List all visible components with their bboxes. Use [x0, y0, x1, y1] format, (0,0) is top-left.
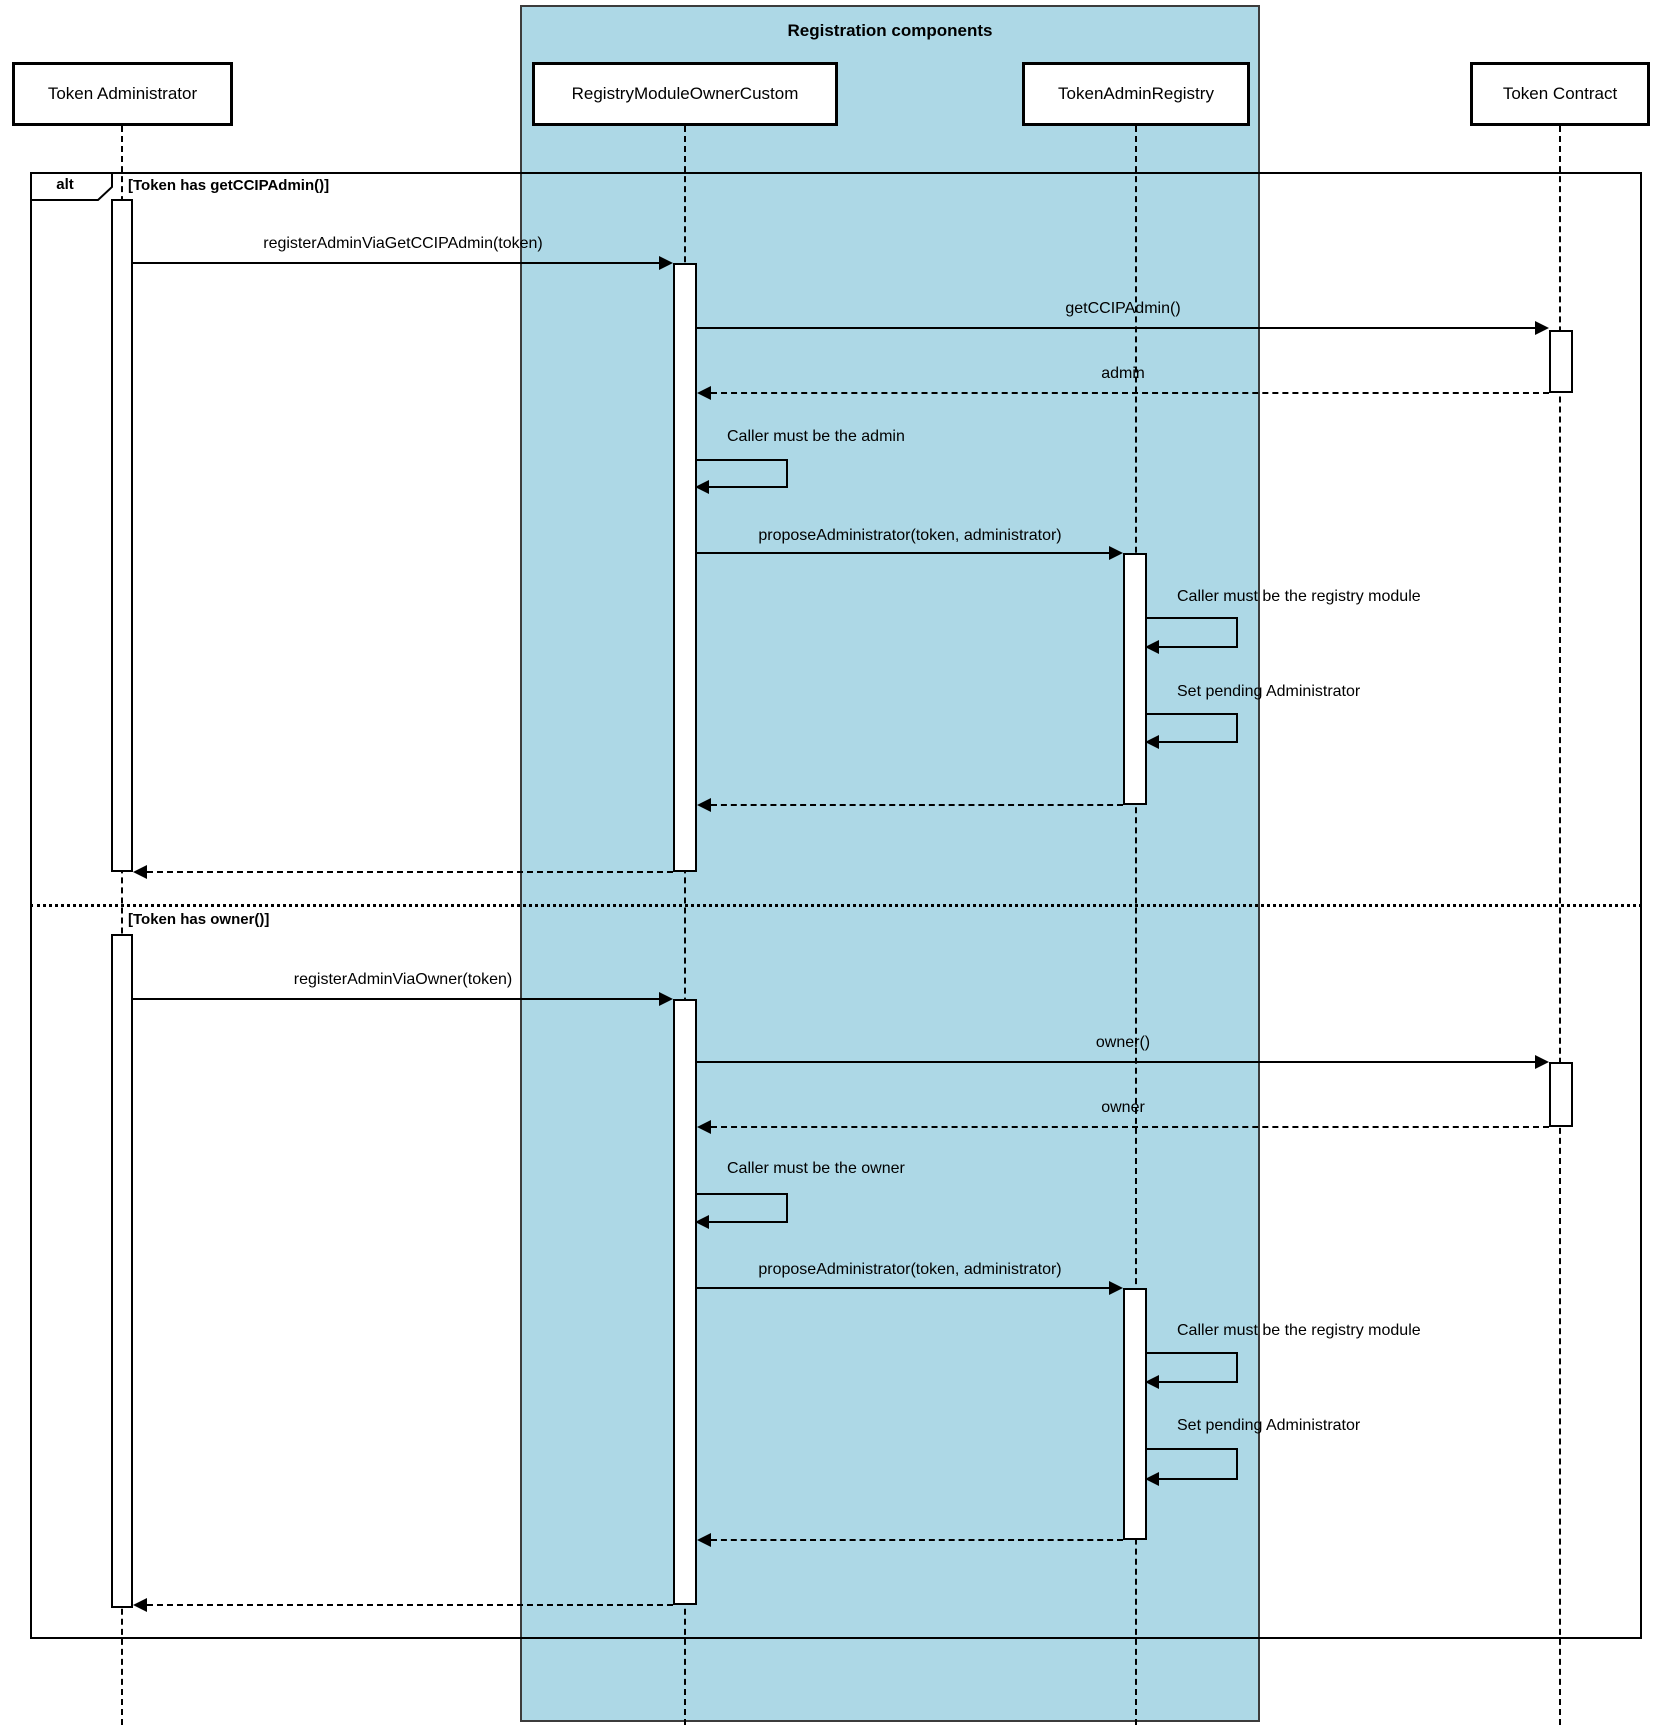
self-message-caller-must-be-registry-module-1	[1145, 617, 1238, 654]
arrowhead-icon	[697, 1120, 711, 1134]
message-label: Caller must be the owner	[727, 1160, 905, 1177]
alt-divider	[30, 904, 1642, 907]
self-message-caller-must-be-registry-module-2	[1145, 1352, 1238, 1389]
participant-token-contract: Token Contract	[1470, 62, 1650, 126]
arrowhead-icon	[133, 865, 147, 879]
arrowhead-icon	[1109, 546, 1123, 560]
message-label: admin	[1101, 365, 1145, 382]
message-owner-call	[697, 1061, 1535, 1063]
message-propose-administrator-1	[697, 552, 1109, 554]
message-label: getCCIPAdmin()	[1065, 300, 1181, 317]
self-message-caller-must-be-owner	[695, 1193, 788, 1229]
arrowhead-icon	[1145, 640, 1159, 654]
message-get-ccip-admin	[697, 327, 1535, 329]
participant-token-administrator: Token Administrator	[12, 62, 233, 126]
message-label: owner	[1101, 1099, 1145, 1116]
arrowhead-icon	[695, 1215, 709, 1229]
guard-condition-2: [Token has owner()]	[128, 911, 270, 928]
alt-operator-label: alt	[56, 176, 74, 193]
activation-registry-module-1	[673, 263, 697, 872]
activation-registry-module-2	[673, 999, 697, 1605]
self-message-set-pending-administrator-1	[1145, 713, 1238, 749]
message-register-admin-via-get-ccip-admin	[133, 262, 659, 264]
arrowhead-icon	[659, 256, 673, 270]
arrowhead-icon	[1109, 1281, 1123, 1295]
message-label: Set pending Administrator	[1177, 683, 1361, 700]
participant-label: Token Contract	[1502, 84, 1618, 103]
lifeline-token-admin-registry	[1135, 126, 1137, 1725]
activation-token-admin-registry-2	[1123, 1288, 1147, 1540]
arrowhead-icon	[695, 480, 709, 494]
activation-token-contract-1	[1549, 330, 1573, 393]
message-label: registerAdminViaGetCCIPAdmin(token)	[263, 235, 543, 252]
message-label: Caller must be the admin	[727, 428, 905, 445]
participant-label: Token Administrator	[47, 84, 198, 103]
message-label: Caller must be the registry module	[1177, 1322, 1421, 1339]
lifeline-registry-module-owner-custom	[684, 126, 686, 1725]
activation-token-administrator-1	[111, 199, 133, 872]
message-label: Caller must be the registry module	[1177, 588, 1421, 605]
participant-label: RegistryModuleOwnerCustom	[571, 84, 799, 103]
activation-token-administrator-2	[111, 934, 133, 1608]
arrowhead-icon	[1535, 1055, 1549, 1069]
return-admin	[711, 392, 1549, 394]
arrowhead-icon	[697, 798, 711, 812]
activation-token-admin-registry-1	[1123, 553, 1147, 805]
arrowhead-icon	[133, 1598, 147, 1612]
arrowhead-icon	[659, 992, 673, 1006]
arrowhead-icon	[697, 1533, 711, 1547]
participant-token-admin-registry: TokenAdminRegistry	[1022, 62, 1250, 126]
arrowhead-icon	[1145, 1375, 1159, 1389]
message-label: Set pending Administrator	[1177, 1417, 1361, 1434]
message-propose-administrator-2	[697, 1287, 1109, 1289]
arrowhead-icon	[1145, 1472, 1159, 1486]
return-to-token-administrator-1	[147, 871, 673, 873]
arrowhead-icon	[697, 386, 711, 400]
participant-label: TokenAdminRegistry	[1058, 84, 1214, 103]
self-message-set-pending-administrator-2	[1145, 1448, 1238, 1486]
activation-token-contract-2	[1549, 1062, 1573, 1127]
message-label: proposeAdministrator(token, administrato…	[758, 1261, 1062, 1278]
guard-condition-1: [Token has getCCIPAdmin()]	[128, 177, 330, 194]
return-to-registry-module-2	[711, 1539, 1123, 1541]
lifeline-token-administrator	[121, 126, 123, 1725]
return-to-registry-module-1	[711, 804, 1123, 806]
arrowhead-icon	[1145, 735, 1159, 749]
message-register-admin-via-owner	[133, 998, 659, 1000]
return-to-token-administrator-2	[147, 1604, 673, 1606]
registration-components-title: Registration components	[787, 21, 993, 40]
participant-registry-module-owner-custom: RegistryModuleOwnerCustom	[532, 62, 838, 126]
message-label: registerAdminViaOwner(token)	[293, 971, 513, 988]
lifeline-token-contract	[1559, 126, 1561, 1725]
self-message-caller-must-be-admin	[695, 459, 788, 494]
arrowhead-icon	[1535, 321, 1549, 335]
message-label: owner()	[1095, 1034, 1151, 1051]
message-label: proposeAdministrator(token, administrato…	[758, 527, 1062, 544]
return-owner	[711, 1126, 1549, 1128]
